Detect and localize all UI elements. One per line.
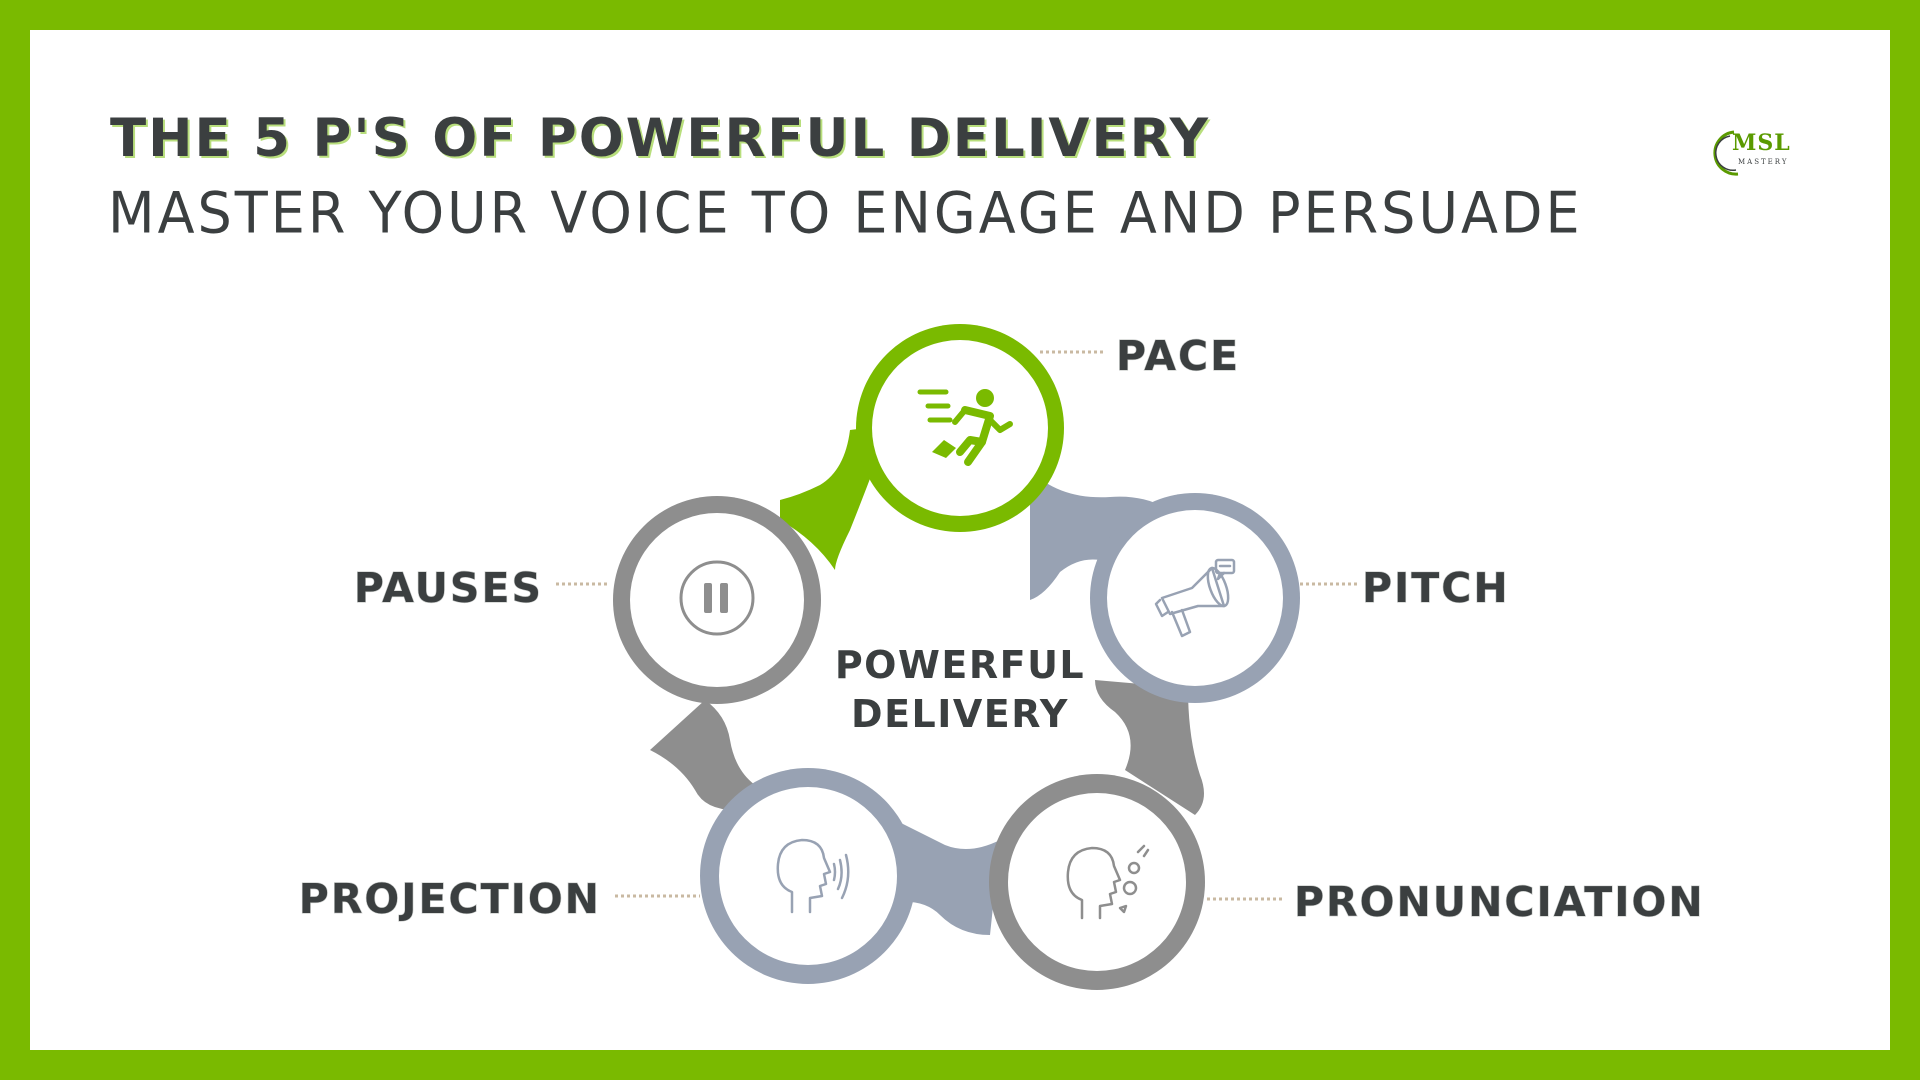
logo-main-text: MSL — [1732, 130, 1791, 156]
label-pitch: PITCH — [1362, 564, 1510, 612]
connector-projection-pauses — [650, 700, 755, 810]
logo-ring-icon — [1713, 130, 1739, 176]
running-person-icon — [917, 389, 1013, 466]
pause-icon — [679, 560, 755, 636]
page-subtitle: MASTER YOUR VOICE TO ENGAGE AND PERSUADE — [108, 180, 1583, 247]
connector-pace-pitch — [1030, 470, 1175, 600]
node-pace — [856, 324, 1064, 532]
label-projection: PROJECTION — [299, 875, 601, 923]
leader-lines — [556, 350, 1358, 901]
connector-pitch-pronunciation — [1095, 680, 1204, 815]
speaking-head-sound-icon — [776, 838, 850, 914]
node-pronunciation — [989, 774, 1205, 990]
label-pace: PACE — [1116, 332, 1240, 380]
node-pauses — [613, 496, 821, 704]
node-pitch — [1090, 493, 1300, 703]
page-title: THE 5 P'S OF POWERFUL DELIVERY — [110, 108, 1210, 169]
msl-mastery-logo: MSL MASTERY — [1712, 128, 1794, 178]
speaking-head-articulation-icon — [1066, 844, 1150, 920]
label-pronunciation: PRONUNCIATION — [1294, 878, 1705, 926]
logo-sub-text: MASTERY — [1738, 158, 1789, 166]
center-label-line1: POWERFUL — [835, 643, 1085, 687]
label-pauses: PAUSES — [354, 564, 543, 612]
center-label-line2: DELIVERY — [851, 692, 1069, 736]
node-projection — [700, 768, 916, 984]
megaphone-icon — [1154, 558, 1236, 638]
